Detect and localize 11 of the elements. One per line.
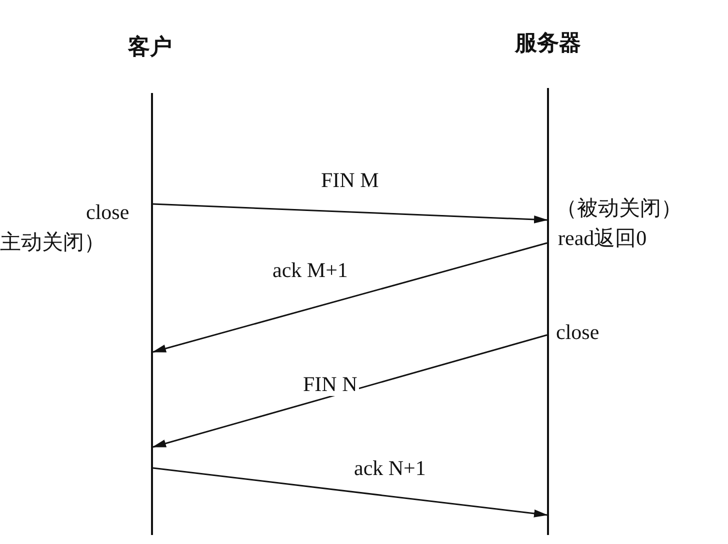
- note-label: close: [86, 200, 130, 224]
- message-arrow: [152, 334, 548, 448]
- note-label: 主动关闭）: [0, 230, 105, 254]
- participant-label: 服务器: [515, 30, 581, 58]
- message-arrow: [152, 203, 548, 224]
- message-arrow: [152, 242, 548, 353]
- note-label: close: [556, 320, 600, 344]
- message-arrow: [152, 467, 548, 518]
- note-label: （被动关闭）: [556, 196, 682, 220]
- note-label: read返回0: [558, 226, 647, 250]
- participant-label: 客户: [128, 34, 172, 62]
